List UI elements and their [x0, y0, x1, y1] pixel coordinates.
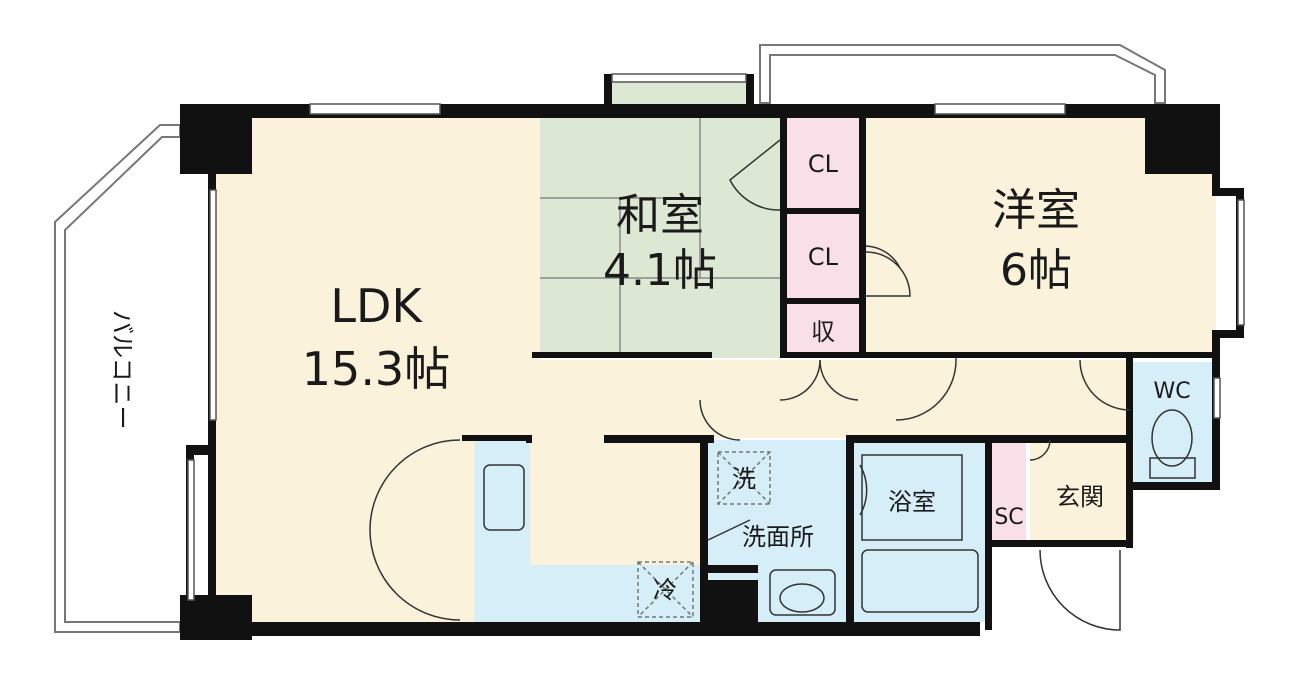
washroom-label: 洗面所	[742, 523, 814, 551]
washer-box	[717, 451, 771, 505]
wc-label: WC	[1153, 379, 1190, 404]
closet2-floor	[787, 214, 859, 298]
bath-label: 浴室	[888, 488, 936, 516]
washbasin	[769, 569, 836, 616]
storage-floor	[787, 304, 859, 356]
tatami-lines	[540, 118, 780, 358]
bathtub	[861, 549, 979, 613]
kitchen-counter	[474, 438, 700, 622]
entrance-floor	[1030, 438, 1134, 544]
toilet-tank	[1149, 457, 1196, 479]
shoe-closet-label: SC	[994, 505, 1023, 530]
washitsu-size: 4.1帖	[603, 245, 717, 296]
fridge-label: 冷	[653, 576, 677, 604]
closet2-label: CL	[808, 243, 839, 271]
entrance-label: 玄関	[1056, 483, 1104, 511]
youshitsu-name: 洋室	[992, 185, 1080, 236]
ldk-floor	[212, 118, 700, 625]
shoe-closet-floor	[992, 440, 1026, 544]
ldk-size: 15.3帖	[302, 342, 450, 396]
closet1-label: CL	[808, 150, 839, 178]
closet1-floor	[787, 118, 859, 208]
storage-label: 収	[811, 318, 835, 346]
hallway-floor	[700, 360, 1130, 438]
fridge-box	[637, 561, 694, 618]
ldk-name: LDK	[330, 279, 423, 333]
windows	[187, 73, 1245, 601]
fixtures	[483, 409, 1196, 616]
youshitsu-size: 6帖	[1000, 245, 1072, 296]
bath-floor	[853, 440, 985, 622]
washitsu-name: 和室	[616, 190, 704, 241]
sink	[483, 464, 525, 531]
balcony-label: バルコニー	[108, 310, 136, 430]
washitsu-floor	[540, 118, 780, 358]
washer-label: 洗	[732, 465, 756, 493]
toilet-bowl	[1151, 409, 1193, 467]
